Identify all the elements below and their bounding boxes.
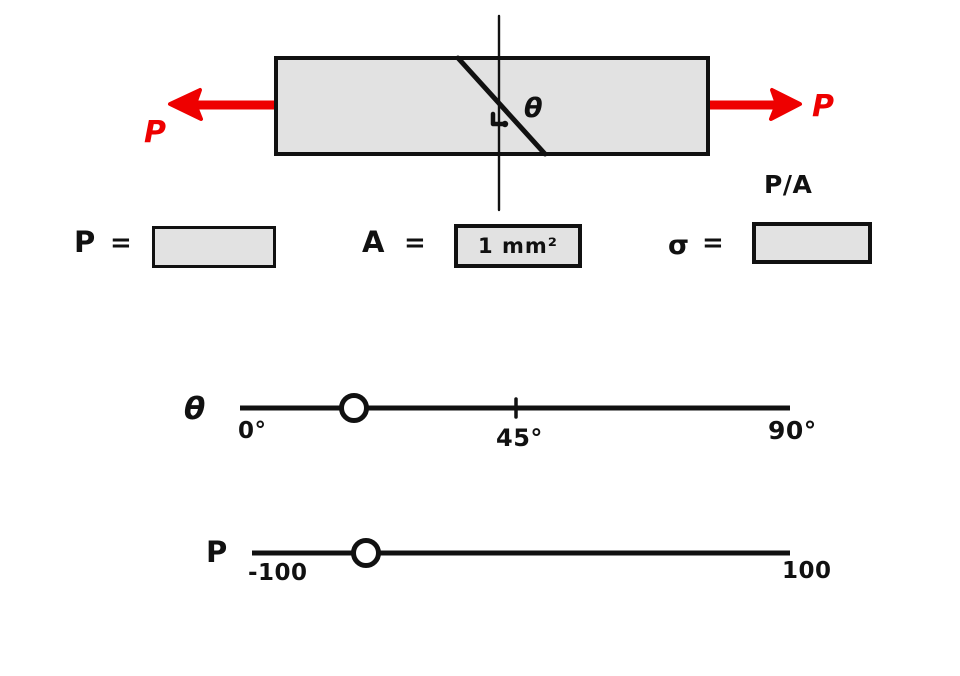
stress-field-equals: = [702,228,725,258]
theta-slider-handle[interactable] [339,393,369,423]
load-slider-max-label: 100 [782,558,832,584]
stress-formula-caption: P/A [764,170,813,199]
theta-slider-label: θ [184,391,206,427]
force-field-equals: = [110,228,133,258]
load-slider-label: P [206,535,228,569]
area-field-label: A [362,225,385,259]
force-field-label: P [74,225,96,259]
theta-slider-max-label: 90° [768,416,817,445]
stress-output [752,222,872,264]
angle-theta-label: θ [524,93,544,124]
force-input[interactable] [152,226,276,268]
right-force-arrow [710,88,802,121]
right-force-label: P [812,89,835,124]
axial-bar [274,56,710,156]
load-slider-handle[interactable] [351,538,381,568]
theta-slider-mid-label: 45° [496,424,543,452]
theta-slider-min-label: 0° [238,418,267,444]
left-force-label: P [144,115,167,150]
area-input[interactable]: 1 mm² [454,224,582,268]
stress-field-label: σ [668,230,690,261]
area-field-equals: = [404,228,427,258]
left-force-arrow [168,88,274,121]
load-slider-min-label: -100 [248,560,308,586]
